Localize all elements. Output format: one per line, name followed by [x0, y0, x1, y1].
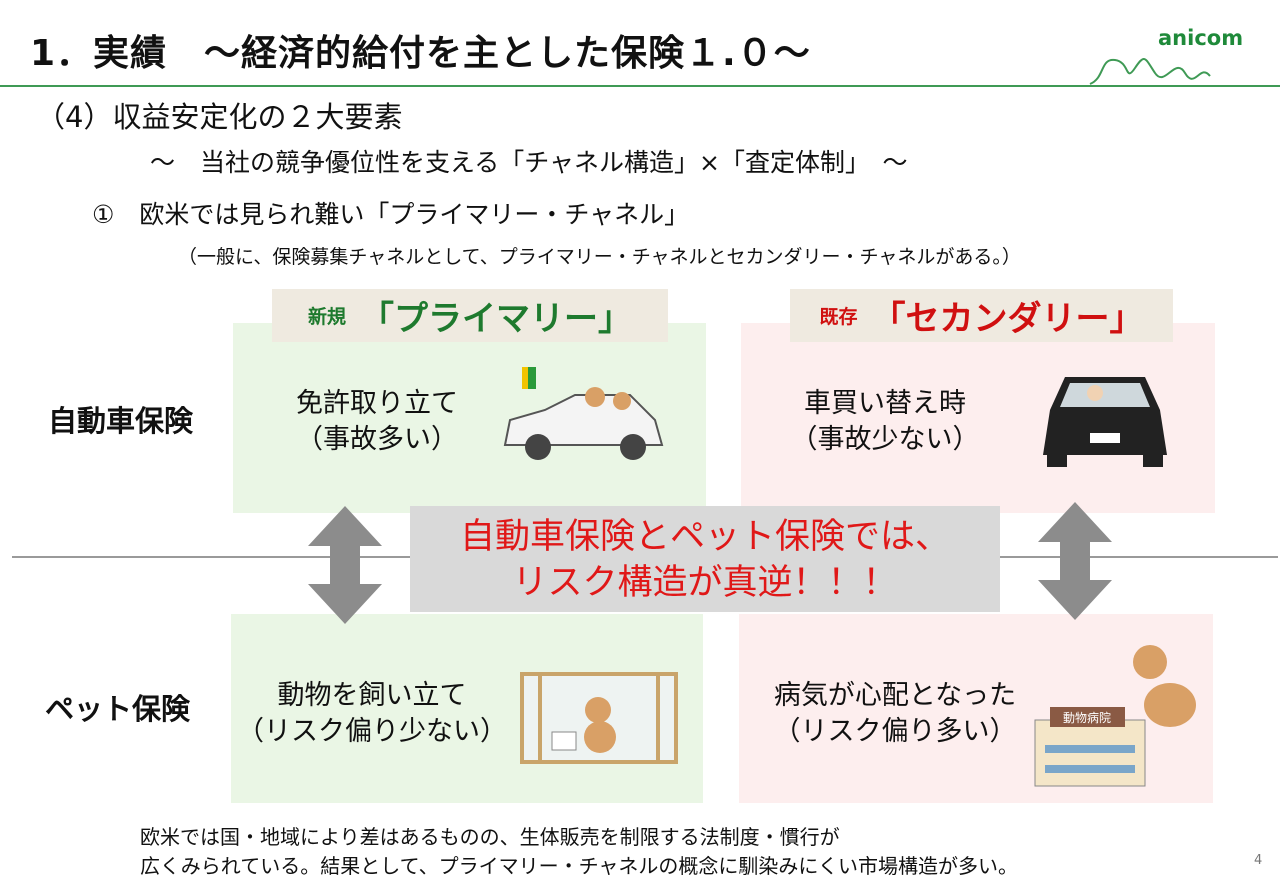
cell-line: （リスク偏り少ない）	[237, 716, 507, 747]
anicom-logo: anicom	[1158, 26, 1244, 50]
secondary-title: 「セカンダリー」	[871, 299, 1144, 339]
title-divider	[0, 85, 1280, 87]
primary-label: 新規 「プライマリー」	[272, 289, 668, 342]
point-1: ① 欧米では見られ難い「プライマリー・チャネル」	[92, 200, 690, 229]
black-car-driver-icon	[1043, 377, 1167, 467]
primary-tag: 新規	[307, 306, 346, 328]
cell-line: （リスク偏り多い）	[773, 716, 1017, 747]
row-label-pet: ペット保険	[45, 692, 191, 726]
section-heading: （4）収益安定化の２大要素	[36, 100, 403, 134]
double-arrow-right-icon	[1038, 502, 1112, 620]
pet-secondary-text: 病気が心配となった （リスク偏り多い）	[755, 678, 1035, 750]
animal-hospital-dog-icon: 動物病院	[1034, 645, 1196, 787]
cell-line: 病気が心配となった	[773, 680, 1017, 711]
secondary-label: 既存 「セカンダリー」	[790, 289, 1173, 342]
primary-title: 「プライマリー」	[360, 299, 632, 339]
slide-title: 1．実績 ～経済的給付を主とした保険１.０～	[30, 33, 811, 74]
hospital-sign-text: 動物病院	[1063, 710, 1111, 725]
footer-line-1: 欧米では国・地域により差はあるものの、生体販売を制限する法制度・慣行が	[140, 825, 840, 849]
row-label-auto: 自動車保険	[48, 404, 194, 438]
risk-structure-callout: 自動車保険とペット保険では、 リスク構造が真逆！！！	[410, 506, 1000, 612]
secondary-tag: 既存	[819, 306, 858, 328]
white-car-with-dogs-icon	[503, 367, 664, 460]
animal-line-art-icon	[1089, 58, 1211, 85]
page-number: 4	[1254, 853, 1263, 868]
callout-line: 自動車保険とペット保険では、	[459, 517, 950, 557]
footer-line-2: 広くみられている。結果として、プライマリー・チャネルの概念に馴染みにくい市場構造…	[140, 854, 1018, 878]
auto-primary-text: 免許取り立て （事故多い）	[262, 386, 492, 458]
cell-line: 車買い替え時	[804, 388, 966, 419]
callout-line: リスク構造が真逆！！！	[512, 563, 898, 603]
double-arrow-left-icon	[308, 506, 382, 624]
cell-line: （事故多い）	[296, 424, 458, 455]
cell-line: （事故少ない）	[790, 424, 980, 455]
auto-secondary-text: 車買い替え時 （事故少ない）	[770, 386, 1000, 458]
pet-primary-text: 動物を飼い立て （リスク偏り少ない）	[232, 678, 512, 750]
section-subtitle: ～ 当社の競争優位性を支える「チャネル構造」×「査定体制」 ～	[150, 148, 908, 177]
pet-shop-window-dog-icon	[520, 672, 678, 764]
cell-line: 免許取り立て	[296, 388, 458, 419]
cell-line: 動物を飼い立て	[277, 680, 467, 711]
channel-note: （一般に、保険募集チャネルとして、プライマリー・チャネルとセカンダリー・チャネル…	[178, 246, 1021, 268]
